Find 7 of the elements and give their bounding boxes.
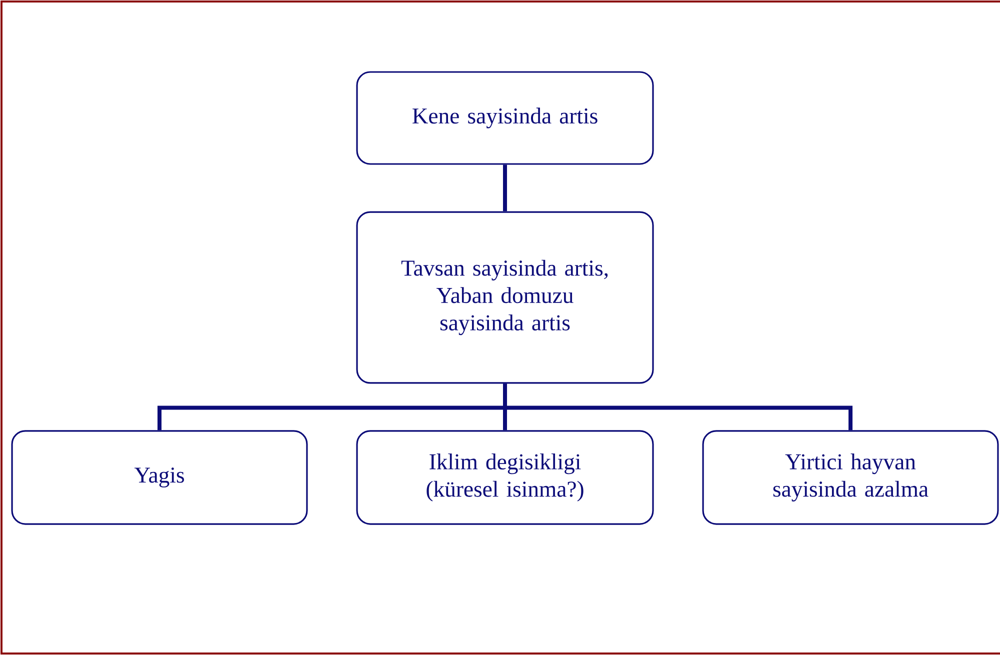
text-box: Kene sayisinda artis bbox=[356, 71, 654, 165]
text-box: Tavsan sayisinda artis, Yaban domuzu sayisinda artis bbox=[356, 211, 654, 384]
connector-line bbox=[503, 384, 852, 430]
text-box: Yagis bbox=[11, 430, 308, 525]
connector-line bbox=[503, 164, 507, 212]
text-box: Iklim degisikligi (küresel isinma?) bbox=[356, 430, 654, 525]
text-box: Yirtici hayvan sayisinda azalma bbox=[702, 430, 999, 525]
